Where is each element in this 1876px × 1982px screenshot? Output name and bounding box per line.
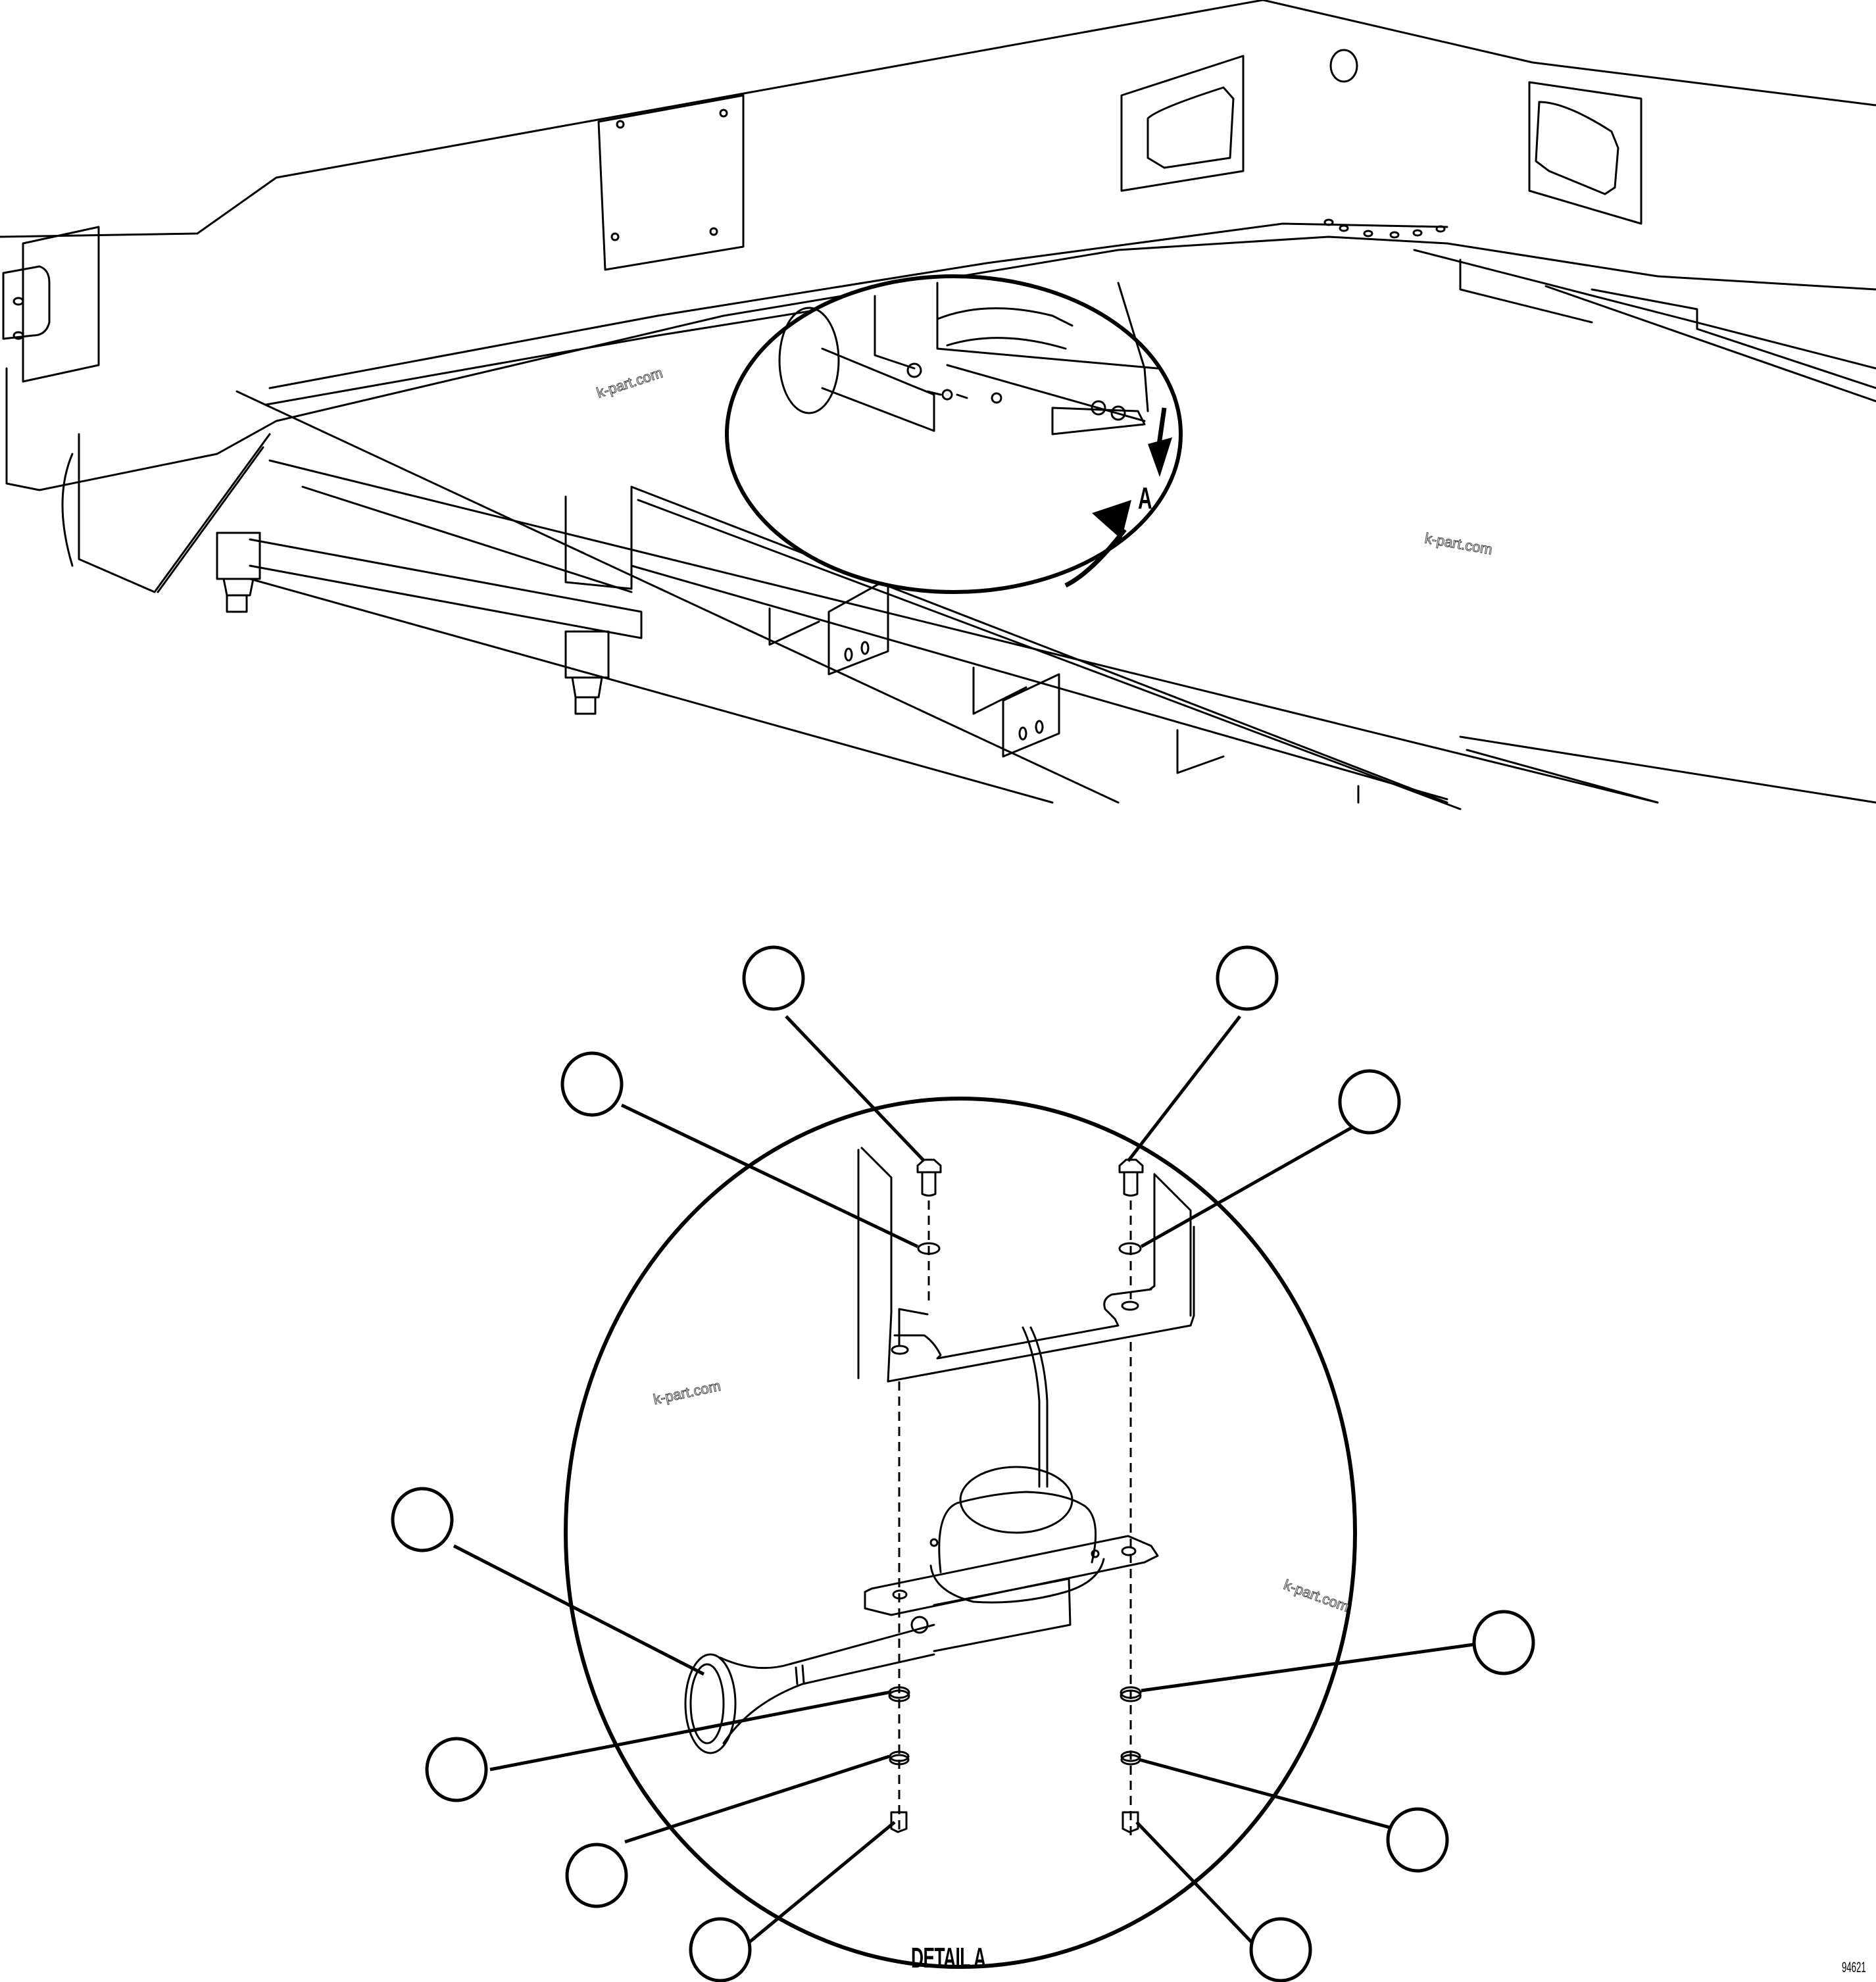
air-horn — [684, 1466, 1159, 1754]
svg-text:k-part.com: k-part.com — [595, 364, 665, 401]
callout-balloon-lockwasher-right-upper[interactable] — [1338, 1069, 1401, 1135]
callout-balloon-horn[interactable] — [391, 1487, 454, 1552]
detail-a-view — [453, 1015, 1474, 1969]
svg-text:k-part.com: k-part.com — [1423, 530, 1494, 558]
bolt-right — [1118, 1158, 1144, 1197]
leader-lines — [453, 1015, 1474, 1948]
drawing-number: 94621 — [1842, 1959, 1866, 1975]
rivet-row — [1323, 218, 1446, 239]
callout-balloon-lockwasher-right-lower[interactable] — [1386, 1807, 1449, 1873]
detail-a-reference-arrows — [1064, 407, 1172, 588]
mount-stud-right — [564, 630, 610, 715]
detail-a-callout-circle — [725, 274, 1183, 594]
main-frame-view — [0, 0, 1876, 810]
callout-balloon-lockwasher-left-lower[interactable] — [565, 1843, 628, 1908]
callout-balloon-nut-left[interactable] — [689, 1917, 752, 1982]
detail-reference-label: A — [1138, 481, 1152, 515]
callout-balloon-washer-left-lower[interactable] — [425, 1737, 488, 1802]
mount-stud-left — [216, 532, 261, 613]
svg-text:k-part.com: k-part.com — [652, 1377, 722, 1408]
callout-balloon-lockwasher-left-upper[interactable] — [560, 1051, 624, 1117]
callout-balloon-bolt-right[interactable] — [1216, 945, 1279, 1011]
callout-balloons — [391, 945, 1535, 1982]
detail-title: DETAIL A — [911, 1942, 986, 1974]
bolt-left — [916, 1158, 942, 1197]
callout-balloon-nut-right[interactable] — [1249, 1917, 1312, 1982]
callout-balloon-bolt-left[interactable] — [742, 945, 805, 1011]
callout-balloon-washer-right-lower[interactable] — [1472, 1610, 1535, 1675]
mounting-bracket — [857, 1147, 1195, 1488]
svg-text:k-part.com: k-part.com — [1281, 1576, 1351, 1615]
